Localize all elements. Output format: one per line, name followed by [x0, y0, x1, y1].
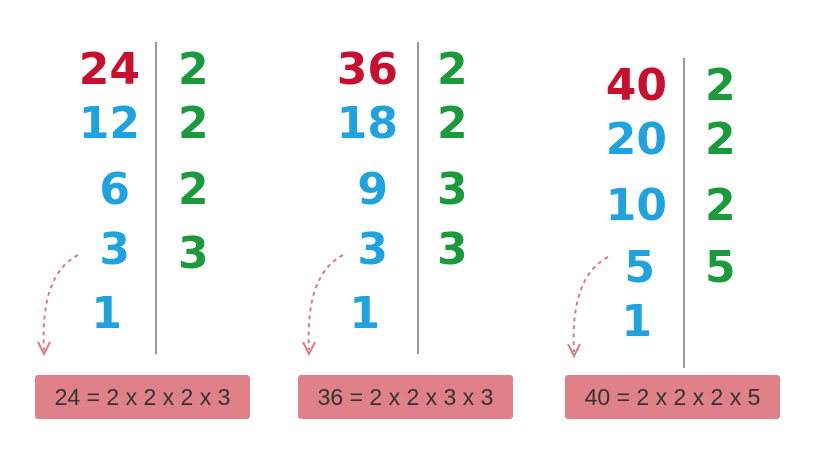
prime-factor: 3 [437, 164, 468, 215]
quotient: 6 [99, 164, 130, 215]
prime-factor: 2 [178, 44, 209, 95]
factorization-24: 24 12 6 3 1 2 2 2 3 24 = 2 x 2 x 2 x 3 [0, 0, 260, 461]
quotient: 12 [78, 98, 140, 149]
prime-factor: 5 [705, 242, 736, 293]
prime-factor: 2 [437, 44, 468, 95]
quotient: 5 [624, 242, 655, 293]
prime-factor: 2 [178, 164, 209, 215]
prime-factor: 2 [437, 98, 468, 149]
curved-arrow-icon [302, 254, 344, 357]
quotient: 3 [99, 224, 130, 275]
curved-arrow-icon [37, 254, 79, 357]
quotient-final: 1 [621, 296, 652, 347]
prime-factor: 3 [437, 224, 468, 275]
factorization-36: 36 18 9 3 1 2 2 3 3 36 = 2 x 2 x 3 x 3 [265, 0, 525, 461]
quotient-final: 1 [91, 288, 122, 339]
quotient: 20 [605, 114, 667, 165]
prime-factor: 2 [178, 98, 209, 149]
quotient-final: 1 [349, 288, 380, 339]
quotient: 9 [357, 164, 388, 215]
division-line [683, 58, 685, 368]
dividend: 36 [336, 44, 398, 95]
prime-factor: 2 [705, 114, 736, 165]
quotient: 3 [357, 224, 388, 275]
result-box: 36 = 2 x 2 x 3 x 3 [298, 375, 513, 419]
prime-factor: 3 [178, 228, 209, 279]
result-box: 40 = 2 x 2 x 2 x 5 [565, 375, 780, 419]
quotient: 10 [605, 180, 667, 231]
curved-arrow-icon [567, 256, 609, 359]
quotient: 18 [336, 98, 398, 149]
dividend: 24 [78, 44, 140, 95]
prime-factor: 2 [705, 180, 736, 231]
division-line [155, 42, 157, 354]
division-line [417, 42, 419, 354]
result-box: 24 = 2 x 2 x 2 x 3 [35, 375, 250, 419]
factorization-40: 40 20 10 5 1 2 2 2 5 40 = 2 x 2 x 2 x 5 [535, 0, 795, 461]
dividend: 40 [605, 60, 667, 111]
prime-factor: 2 [705, 60, 736, 111]
